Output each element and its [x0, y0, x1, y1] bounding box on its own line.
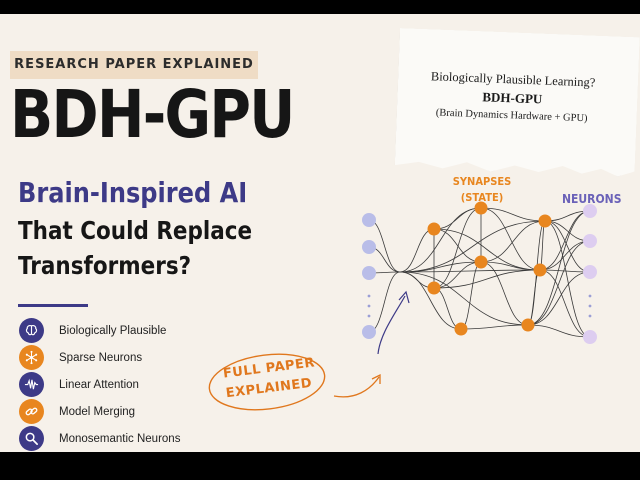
neuron-node: [583, 265, 597, 279]
input-arrow-head: [398, 290, 410, 304]
feature-label: Biologically Plausible: [59, 324, 167, 337]
synapse-node: [538, 214, 552, 228]
synapses-label: SYNAPSES: [452, 175, 512, 188]
neuron-node: [583, 330, 597, 344]
network-diagram: [362, 201, 597, 355]
magnifier-icon: [19, 426, 44, 451]
neurons-label: NEURONS: [562, 192, 622, 206]
synapse-node: [533, 263, 547, 277]
synapse-edge: [399, 269, 541, 273]
input-node: [362, 213, 376, 227]
feature-item: Model Merging: [19, 398, 259, 425]
synapse-edge: [527, 324, 591, 338]
synapse-edge: [480, 207, 546, 222]
synapse-node: [521, 318, 535, 332]
synapses-header: SYNAPSES (STATE): [446, 174, 518, 206]
synapse-edge: [480, 207, 541, 271]
synapse-node: [427, 281, 441, 295]
ellipsis-dot: [367, 304, 371, 308]
input-node: [362, 266, 376, 280]
neuron-node: [583, 204, 597, 218]
ellipsis-dot: [588, 314, 592, 318]
category-tag: RESEARCH PAPER EXPLAINED: [10, 51, 258, 79]
feature-item: Sparse Neurons: [19, 344, 259, 371]
synapse-edge: [399, 220, 546, 273]
synapse-node: [427, 222, 441, 236]
synapse-edge: [433, 269, 541, 289]
input-node: [362, 325, 376, 339]
ellipsis-dot: [367, 314, 371, 318]
cta-arrow: [333, 373, 381, 398]
synapse-edge: [539, 269, 591, 338]
feature-label: Monosemantic Neurons: [59, 432, 181, 445]
feature-label: Sparse Neurons: [59, 351, 143, 364]
ellipsis-dot: [367, 294, 371, 298]
thumbnail: RESEARCH PAPER EXPLAINED BDH-GPU Brain-I…: [0, 14, 640, 452]
input-node: [362, 240, 376, 254]
feature-item: Linear Attention: [19, 371, 259, 398]
synapse-edge: [433, 228, 541, 271]
waveform-icon: [19, 372, 44, 397]
synapse-edge: [527, 271, 591, 326]
title-divider: [18, 304, 88, 307]
brain-icon: [19, 318, 44, 343]
synapse-node: [474, 255, 488, 269]
synapse-edge: [480, 220, 546, 263]
feature-item: Monosemantic Neurons: [19, 425, 259, 452]
feature-label: Linear Attention: [59, 378, 139, 391]
synapse-edge: [544, 220, 591, 338]
link-icon: [19, 399, 44, 424]
synapse-edge: [433, 207, 482, 289]
feature-list: Biologically Plausible Sparse Neurons Li…: [19, 317, 259, 452]
subtitle-line-2: Transformers?: [18, 251, 192, 280]
feature-label: Model Merging: [59, 405, 136, 418]
feature-item: Biologically Plausible: [19, 317, 259, 344]
synapse-node: [474, 201, 488, 215]
cta-ring: [208, 353, 326, 411]
synapse-edge: [460, 324, 529, 330]
cta-badge: FULL PAPER EXPLAINED: [204, 342, 334, 420]
subtitle-line-1: That Could Replace: [18, 216, 253, 245]
ellipsis-dot: [588, 294, 592, 298]
ellipsis-dot: [588, 304, 592, 308]
synapse-node: [454, 322, 468, 336]
synapse-edge: [480, 261, 529, 326]
neuron-node: [583, 234, 597, 248]
synapse-edge: [399, 271, 529, 326]
sparse-network-icon: [19, 345, 44, 370]
subtitle: Brain-Inspired AI: [18, 176, 248, 209]
synapse-edge: [527, 210, 591, 326]
main-title: BDH-GPU: [10, 76, 295, 153]
synapses-sublabel: (STATE): [460, 191, 504, 204]
input-arrow: [377, 295, 406, 355]
synapse-edge: [399, 271, 462, 330]
synapse-edge: [527, 240, 591, 326]
